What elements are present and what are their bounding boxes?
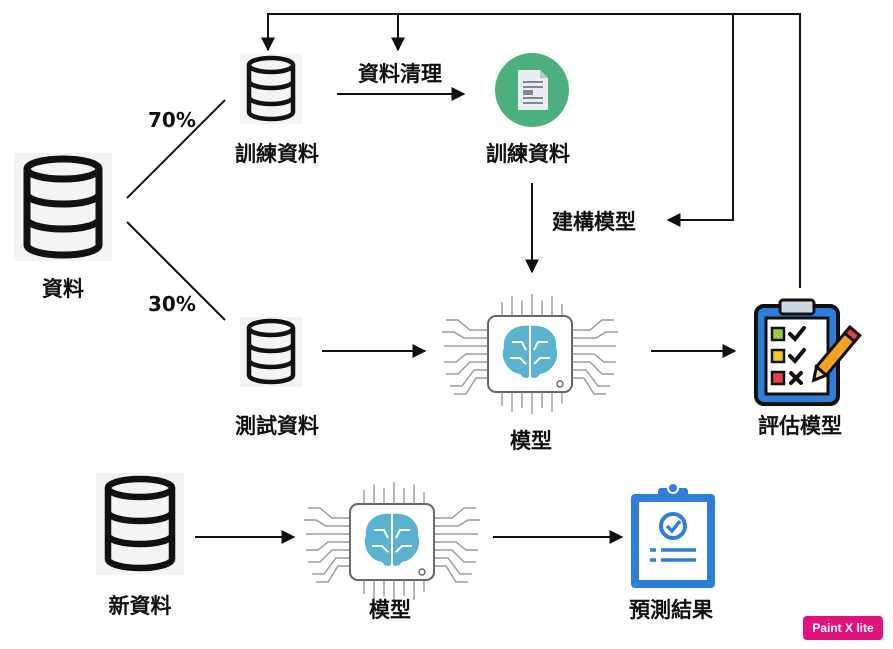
watermark-badge: Paint X lite — [803, 616, 883, 640]
model-chip-icon-2 — [304, 482, 480, 602]
database-icon — [14, 153, 112, 261]
source-data-label: 資料 — [42, 277, 84, 301]
new-data-label: 新資料 — [108, 594, 172, 618]
prediction-result-label: 預測結果 — [629, 598, 713, 622]
cleaned-training-data-label: 訓練資料 — [486, 142, 570, 166]
document-icon — [495, 53, 569, 127]
model-label-2: 模型 — [369, 598, 411, 622]
training-data-label: 訓練資料 — [235, 142, 319, 166]
split-line-train — [126, 99, 226, 199]
test-data-label: 測試資料 — [235, 414, 319, 438]
test-split-percent: 30% — [148, 292, 196, 316]
build-model-label: 建構模型 — [552, 210, 636, 234]
split-line-test — [126, 221, 226, 321]
prediction-clipboard-icon — [631, 482, 715, 588]
model-label: 模型 — [510, 429, 552, 453]
training-database-icon — [240, 54, 302, 124]
feedback-loop-build — [666, 14, 734, 227]
evaluation-clipboard-icon — [754, 298, 862, 406]
new-data-database-icon — [96, 473, 184, 575]
feedback-loop-outer — [261, 13, 801, 288]
evaluate-model-label: 評估模型 — [758, 414, 842, 438]
data-cleaning-label: 資料清理 — [358, 62, 442, 86]
test-database-icon — [240, 317, 302, 387]
model-chip-icon — [442, 294, 618, 414]
train-split-percent: 70% — [148, 108, 196, 132]
